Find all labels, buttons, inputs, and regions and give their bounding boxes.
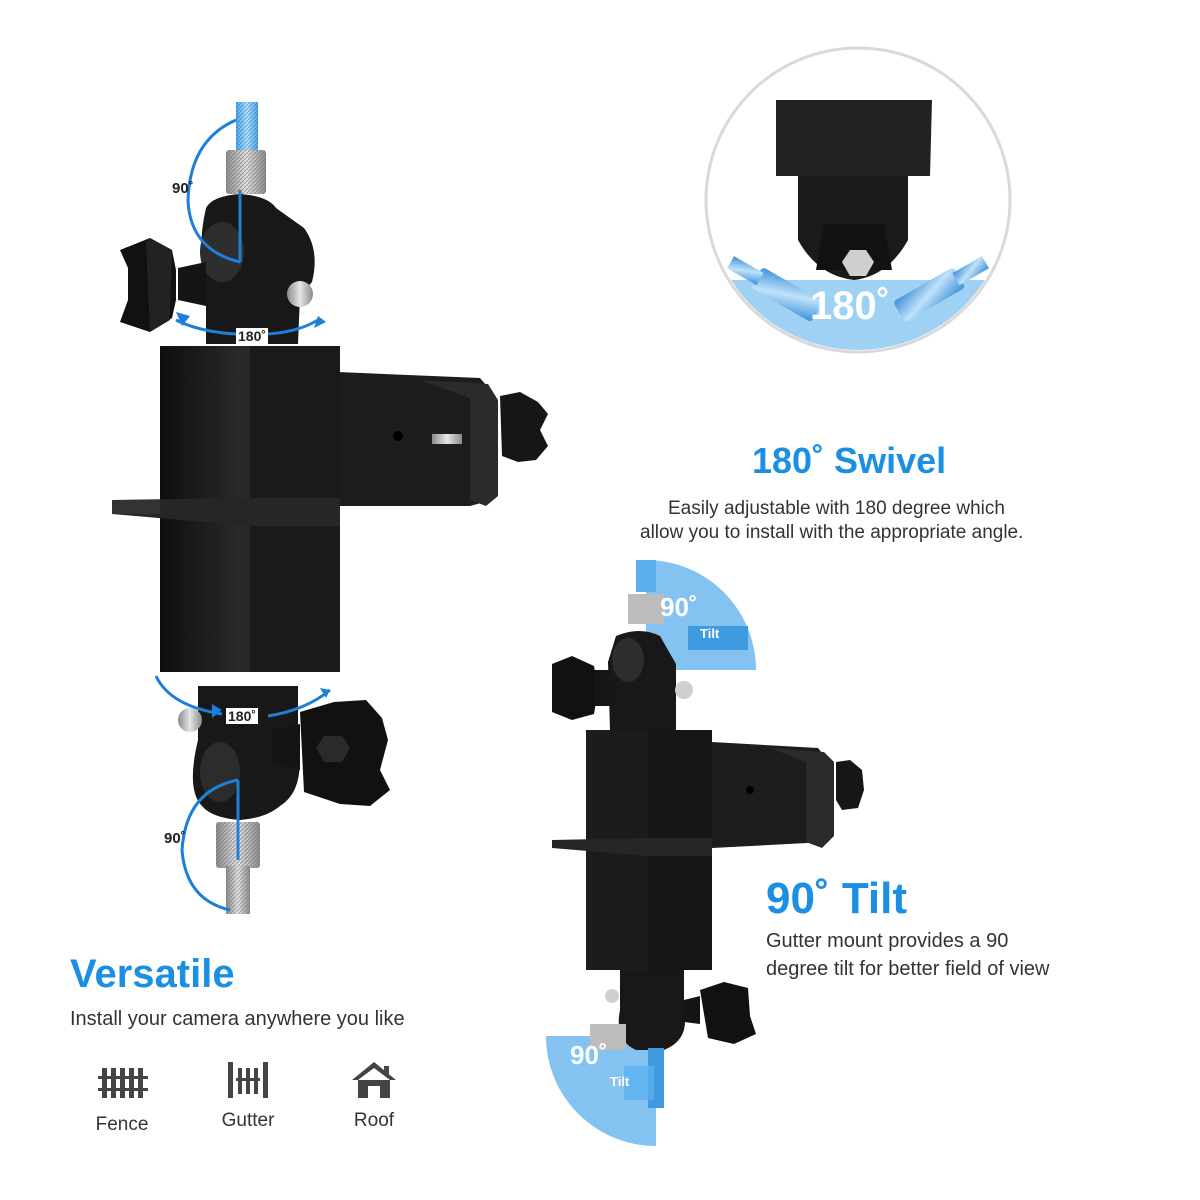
main-body-tube [112, 346, 340, 672]
fence-label: Fence [95, 1114, 149, 1135]
tilt-bottom-angle: 90˚ [570, 1040, 608, 1070]
main-arrow-heads [176, 312, 330, 718]
main-top-stud [226, 102, 266, 194]
swivel-title: 180˚ Swivel [752, 440, 947, 481]
gutter-label: Gutter [221, 1110, 275, 1131]
roof-label: Roof [353, 1110, 395, 1131]
fence-icon [98, 1068, 148, 1098]
install-option-roof: Roof [314, 1060, 434, 1140]
tilt-top-label: Tilt [700, 626, 720, 641]
main-rotation-arrows [154, 118, 331, 912]
tilt-description-line2: degree tilt for better field of view [766, 958, 1050, 980]
swivel-inset [704, 46, 1012, 354]
install-option-fence: Fence [62, 1062, 182, 1142]
tilt-bottom-label: Tilt [610, 1074, 630, 1089]
roof-icon [352, 1062, 396, 1098]
install-option-gutter: Gutter [188, 1060, 308, 1140]
tilt-top-angle: 90˚ [660, 592, 698, 622]
main-bottom-swivel-label: 180˚ [226, 708, 259, 724]
main-top-swivel-label: 180˚ [236, 328, 269, 344]
swivel-description-line1: Easily adjustable with 180 degree which [668, 498, 1005, 519]
versatile-description: Install your camera anywhere you like [70, 1008, 405, 1030]
versatile-title: Versatile [70, 952, 235, 996]
main-top-tilt-label: 90˚ [172, 180, 194, 197]
main-bottom-tilt-label: 90˚ [164, 830, 186, 847]
main-gutter-clamp [338, 372, 548, 506]
swivel-description-line2: allow you to install with the appropriat… [640, 522, 1024, 543]
tilt-description-line1: Gutter mount provides a 90 [766, 930, 1009, 952]
bottom-tilt-sector [546, 1036, 656, 1146]
gutter-icon [228, 1062, 268, 1098]
main-top-joint [120, 194, 315, 344]
swivel-inset-angle-label: 180˚ [810, 284, 891, 328]
tilt-title: 90˚ Tilt [766, 874, 908, 923]
